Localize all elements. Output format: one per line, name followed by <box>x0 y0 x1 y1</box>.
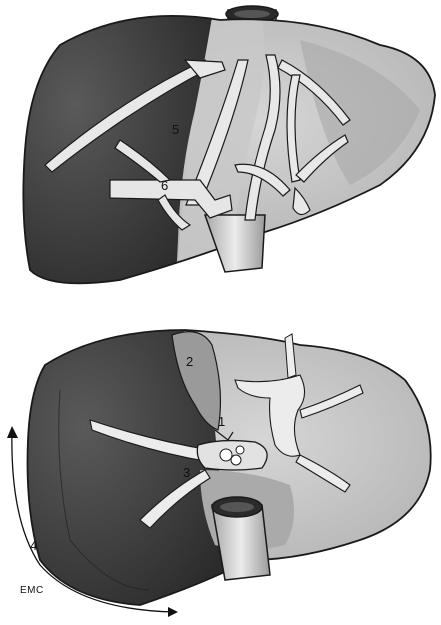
label-5: 5 <box>172 122 179 137</box>
label-2: 2 <box>186 354 193 369</box>
label-4: 4 <box>30 538 37 553</box>
label-6: 6 <box>161 178 168 193</box>
top-liver-view: 5 6 <box>0 0 441 300</box>
label-1: 1 <box>218 414 225 429</box>
signature-text: EMC <box>20 585 44 596</box>
label-3: 3 <box>183 465 190 480</box>
bottom-liver-view: 2 1 3 <box>0 320 441 625</box>
